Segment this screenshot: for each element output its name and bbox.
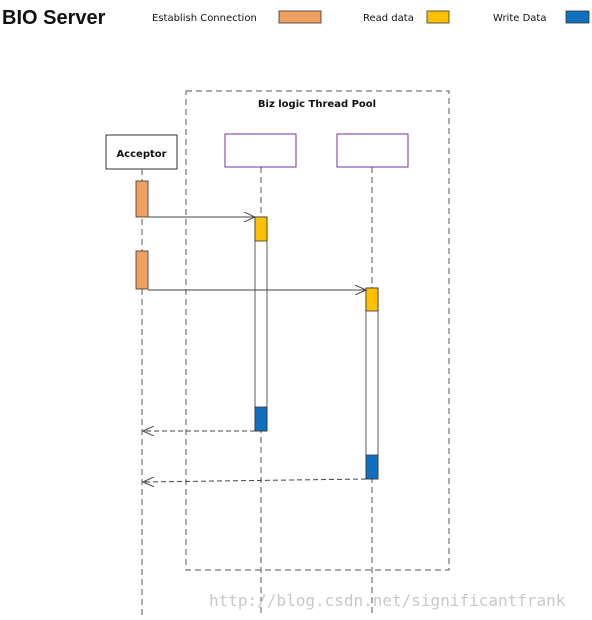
acceptor-label: Acceptor xyxy=(116,149,166,160)
legend-label-write: Write Data xyxy=(493,13,546,24)
thread-2-write-block xyxy=(365,454,379,480)
legend-swatch-read xyxy=(426,10,450,24)
thread-box-1 xyxy=(224,133,297,168)
thread-2-activation xyxy=(365,287,379,480)
thread-pool-frame xyxy=(185,90,450,571)
thread-1-activation xyxy=(254,216,268,432)
watermark: http://blog.csdn.net/significantfrank xyxy=(209,591,566,610)
thread-pool-label: Biz logic Thread Pool xyxy=(258,99,376,110)
acceptor-establish-activation-1 xyxy=(135,180,149,218)
thread-1-read-block xyxy=(254,216,268,242)
acceptor-establish-activation-2 xyxy=(135,250,149,290)
thread-2-read-block xyxy=(365,287,379,312)
return-arrow-2 xyxy=(143,479,367,482)
legend-label-establish: Establish Connection xyxy=(152,13,257,24)
legend-label-read: Read data xyxy=(363,13,414,24)
legend: Establish Connection Read data Write Dat… xyxy=(152,10,590,24)
thread-1-write-block xyxy=(254,406,268,432)
thread-box-2 xyxy=(336,133,409,168)
diagram-title: BIO Server xyxy=(2,7,106,29)
legend-swatch-establish xyxy=(278,10,322,24)
legend-swatch-write xyxy=(565,10,590,24)
